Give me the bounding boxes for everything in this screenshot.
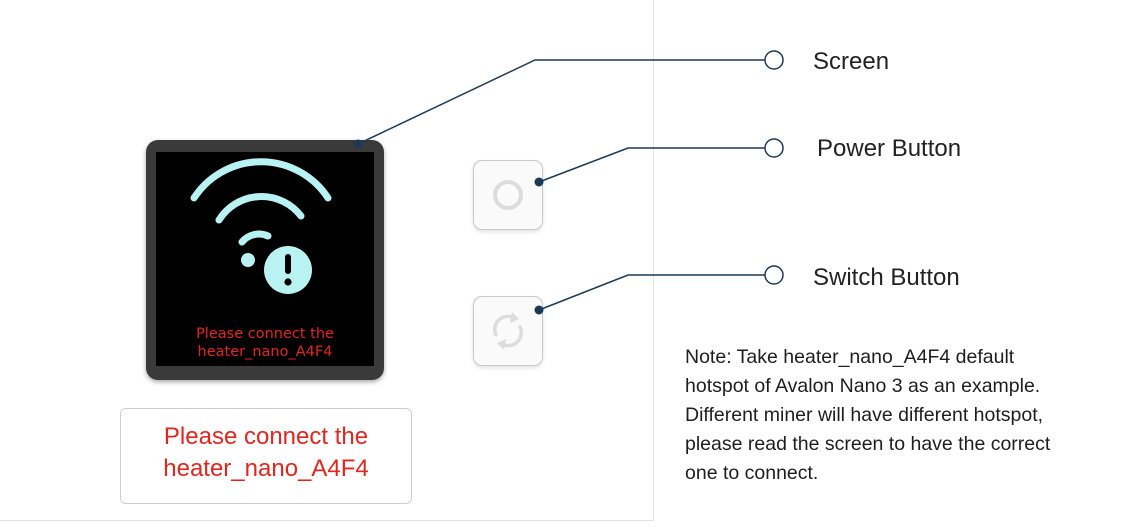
screen-leader-line [357, 59, 765, 145]
power-leader-line [538, 147, 765, 183]
screen-callout-marker [764, 50, 784, 70]
power-callout-marker [764, 138, 784, 158]
screen-message-line2: heater_nano_A4F4 [197, 344, 333, 360]
wifi-warning-icon [190, 158, 332, 294]
note-line: please read the screen to have the corre… [685, 433, 1051, 455]
switch-icon [492, 312, 524, 350]
note-line: hotspot of Avalon Nano 3 as an example. [685, 375, 1041, 397]
switch-callout-marker [764, 265, 784, 285]
note-text: Note: Take heater_nano_A4F4 default hots… [685, 343, 1140, 488]
device-screen: Please connect the heater_nano_A4F4 [156, 152, 374, 366]
switch-button[interactable] [473, 296, 543, 366]
switch-leader-line [538, 274, 765, 311]
power-icon [493, 180, 523, 210]
device-panel [0, 0, 654, 521]
screen-message: Please connect the heater_nano_A4F4 [156, 325, 374, 361]
note-line: one to connect. [685, 462, 819, 484]
callout-label-switch-button: Switch Button [813, 264, 960, 291]
callout-label-screen: Screen [813, 48, 890, 75]
note-line: Different miner will have different hots… [685, 404, 1044, 426]
note-line: Note: Take heater_nano_A4F4 default [685, 346, 1015, 368]
callout-label-power-button: Power Button [817, 135, 962, 162]
connect-message-box: Please connect the heater_nano_A4F4 [120, 408, 412, 504]
connect-message-line2: heater_nano_A4F4 [163, 455, 369, 482]
connect-message-line1: Please connect the [163, 423, 369, 450]
miner-device: Please connect the heater_nano_A4F4 [146, 140, 384, 380]
screen-message-line1: Please connect the [196, 326, 334, 342]
power-button[interactable] [473, 160, 543, 230]
